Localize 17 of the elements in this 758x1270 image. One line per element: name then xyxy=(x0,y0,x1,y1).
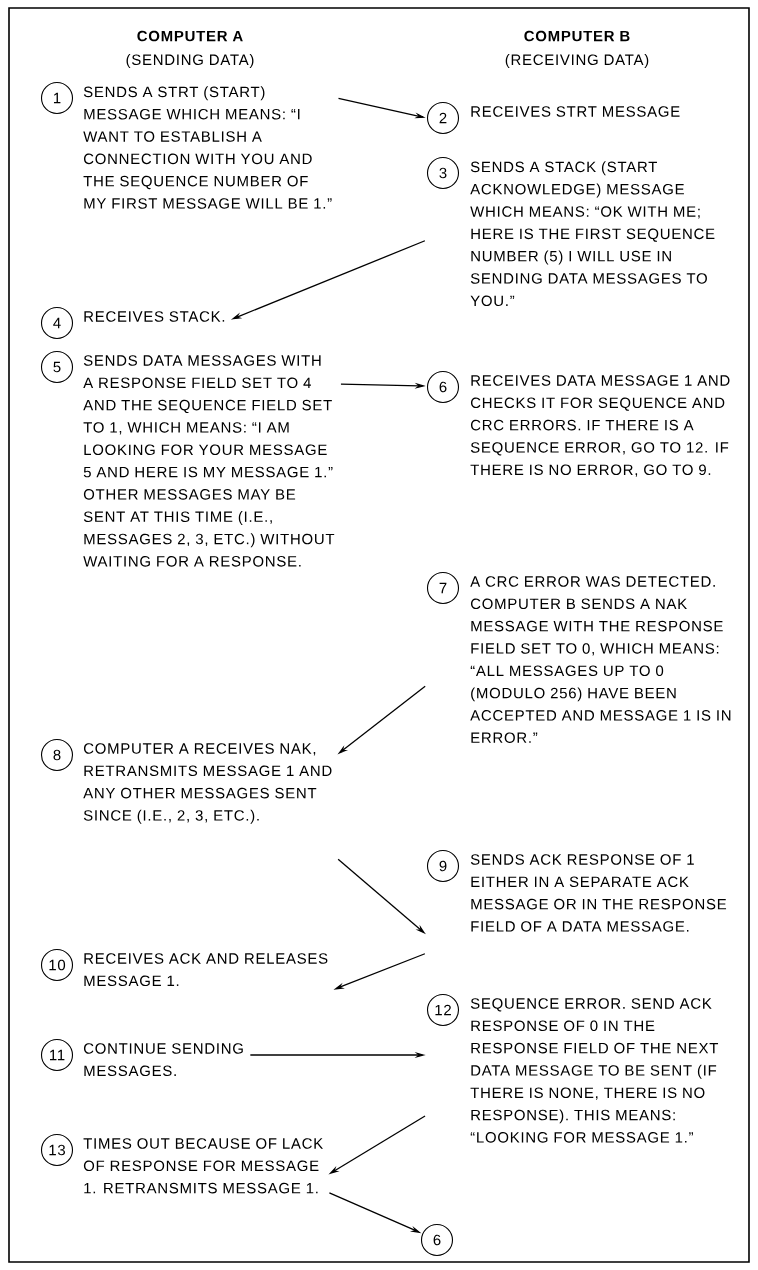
column-subheading: (SENDING DATA) xyxy=(126,54,254,68)
column-subheading: (RECEIVING DATA) xyxy=(505,54,649,68)
step-text: RECEIVES STACK. xyxy=(84,311,225,322)
step-text: SENDS ACK RESPONSE OF 1 EITHER IN A SEPARATE ACK MESSAGE OR IN THE RESPONSE FIELD OF A DATA MESSAGE. xyxy=(470,854,727,932)
step-text: SEQUENCE ERROR. SEND ACK RESPONSE OF 0 IN THE RESPONSE FIELD OF THE NEXT DATA MESSAGE TO BE SENT (IF THERE IS NONE, THERE IS NO RESPONSE). THIS MEANS: “LOOKING FOR MESSAGE 1.” xyxy=(470,998,719,1143)
step-text: RECEIVES DATA MESSAGE 1 AND CHECKS IT FOR SEQUENCE AND CRC ERRORS. IF THERE IS A SEQUENCE ERROR, GO TO 12. IF THERE IS NO ERROR, GO TO 9. xyxy=(470,375,730,477)
step-text: RECEIVES ACK AND RELEASES MESSAGE 1. xyxy=(84,953,328,987)
column-heading: COMPUTER A xyxy=(137,30,243,42)
step-text: RECEIVES STRT MESSAGE xyxy=(471,106,680,117)
step-text: TIMES OUT BECAUSE OF LACK OF RESPONSE FOR MESSAGE 1. RETRANSMITS MESSAGE 1. xyxy=(83,1138,323,1194)
step-text: COMPUTER A RECEIVES NAK, RETRANSMITS MESSAGE 1 AND ANY OTHER MESSAGES SENT SINCE (I.E., 2, 3, ETC.). xyxy=(83,743,332,824)
step-text: A CRC ERROR WAS DETECTED. COMPUTER B SENDS A NAK MESSAGE WITH THE RESPONSE FIELD SET TO 0, WHICH MEANS: “ALL MESSAGES UP TO 0 (MODULO 256) HAVE BEEN ACCEPTED AND MESSAGE 1 IS IN ERROR.” xyxy=(470,576,731,743)
step-text: SENDS DATA MESSAGES WITH A RESPONSE FIELD SET TO 4 AND THE SEQUENCE FIELD SET TO 1, WHICH MEANS: “I AM LOOKING FOR YOUR MESSAGE 5 AND HERE IS MY MESSAGE 1.” OTHER MESSAGES MAY BE SENT AT THIS TIME (I.E., MESSAGES 2, 3, ETC.) WITHOUT WAITING FOR A RESPONSE. xyxy=(83,355,335,567)
step-text: SENDS A STRT (START) MESSAGE WHICH MEANS: “I WANT TO ESTABLISH A CONNECTION WITH YOU AND THE SEQUENCE NUMBER OF MY FIRST MESSAGE WILL BE 1.” xyxy=(83,86,332,209)
column-heading: COMPUTER B xyxy=(524,30,630,42)
step-text: CONTINUE SENDING MESSAGES. xyxy=(83,1043,243,1077)
step-text: SENDS A STACK (START ACKNOWLEDGE) MESSAGE WHICH MEANS: “OK WITH ME; HERE IS THE FIRST SEQUENCE NUMBER (5) I WILL USE IN SENDING DATA MESSAGES TO YOU.” xyxy=(470,161,715,307)
